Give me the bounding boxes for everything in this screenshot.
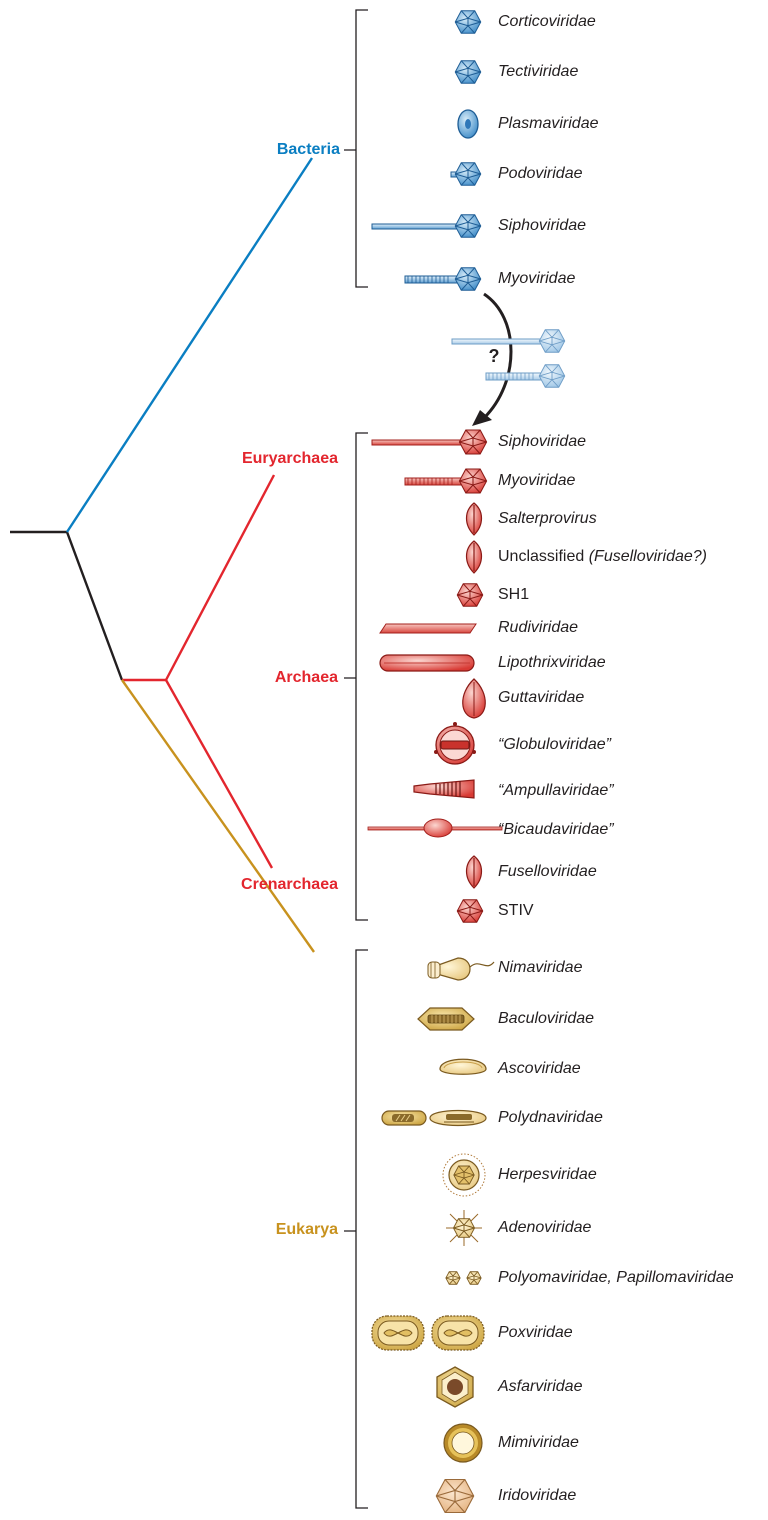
family-label-asfarviridae: Asfarviridae (498, 1378, 583, 1395)
archaea-bracket (344, 432, 368, 921)
herpesviridae-icon (442, 1153, 486, 1197)
family-label-nimaviridae: Nimaviridae (498, 959, 583, 976)
tree-branches (10, 157, 315, 953)
crenarchaea-label: Crenarchaea (241, 876, 338, 893)
archaeal-siphoviridae-icon (371, 429, 488, 455)
family-label-corticoviridae: Corticoviridae (498, 13, 596, 30)
group-brackets (344, 9, 368, 1509)
euryarchaea-branch (164, 474, 276, 681)
family-label-rudiviridae: Rudiviridae (498, 619, 579, 636)
eukarya-branch (121, 679, 315, 953)
archaea-virion-icons (367, 429, 503, 923)
transferred-myovirus-icon (485, 364, 566, 388)
archaeal-myoviridae-icon (404, 468, 488, 494)
family-label-sh1: SH1 (498, 586, 530, 603)
family-label-ascoviridae: Ascoviridae (498, 1060, 581, 1077)
nimaviridae-icon (427, 957, 495, 981)
mimiviridae-icon (443, 1423, 483, 1463)
sh1-icon (456, 583, 484, 607)
stiv-icon (456, 899, 484, 923)
family-label-lipothrixviridae: Lipothrixviridae (498, 654, 606, 671)
polyomaviridae-papillomaviridae-icon (445, 1271, 482, 1285)
bacterial-siphoviridae-icon (371, 214, 482, 238)
family-label-salterprovirus: Salterprovirus (498, 510, 597, 527)
transfer-question-mark: ? (488, 346, 500, 366)
globuloviridae-icon (434, 722, 476, 765)
unclassified-spindle-icon (465, 540, 483, 574)
transferred-siphovirus-icon (451, 329, 566, 353)
root-branch (10, 530, 124, 681)
family-label-adenoviridae: Adenoviridae (498, 1219, 592, 1236)
eukarya-virion-icons (371, 957, 495, 1514)
family-label-tectiviridae: Tectiviridae (498, 63, 579, 80)
family-label-siphoviridae-bacteria: Siphoviridae (498, 217, 587, 234)
tectiviridae-icon (454, 60, 482, 84)
family-label-plasmaviridae: Plasmaviridae (498, 115, 599, 132)
bacteria-virion-icons (371, 10, 482, 291)
plasmaviridae-icon (457, 109, 479, 139)
euryarchaea-label: Euryarchaea (241, 450, 338, 467)
adenoviridae-icon (446, 1210, 482, 1246)
family-label-bicaudaviridae: “Bicaudaviridae” (498, 821, 614, 838)
podoviridae-icon (450, 162, 482, 186)
crenarchaea-branch (164, 679, 274, 869)
polydnaviridae-icon (381, 1109, 487, 1127)
transfer-arrow (451, 292, 566, 426)
baculoviridae-icon (417, 1007, 475, 1031)
salterprovirus-icon (465, 502, 483, 536)
family-label-polydnaviridae: Polydnaviridae (498, 1109, 603, 1126)
corticoviridae-icon (454, 10, 482, 34)
guttaviridae-icon (462, 678, 486, 719)
family-label-globuloviridae: “Globuloviridae” (498, 736, 611, 753)
family-label-podoviridae: Podoviridae (498, 165, 583, 182)
asfarviridae-icon (436, 1366, 474, 1408)
family-label-stiv: STIV (498, 902, 534, 919)
family-label-guttaviridae: Guttaviridae (498, 689, 585, 706)
bacteria-bracket (344, 9, 368, 288)
lipothrixviridae-icon (379, 654, 475, 672)
ascoviridae-icon (439, 1058, 487, 1075)
fuselloviridae-icon (465, 855, 483, 889)
eukarya-bracket (344, 949, 368, 1509)
family-label-myoviridae-archaea: Myoviridae (498, 472, 576, 489)
family-label-ampullaviridae: “Ampullaviridae” (498, 782, 614, 799)
iridoviridae-icon (435, 1478, 475, 1514)
family-label-poxviridae: Poxviridae (498, 1324, 573, 1341)
family-label-herpesviridae: Herpesviridae (498, 1166, 597, 1183)
bicaudaviridae-icon (367, 818, 503, 838)
family-label-baculoviridae: Baculoviridae (498, 1010, 595, 1027)
family-label-unclassified: Unclassified (Fuselloviridae?) (498, 548, 707, 565)
poxviridae-icon (371, 1315, 485, 1351)
bacteria-branch (65, 157, 314, 533)
family-label-siphoviridae-archaea: Siphoviridae (498, 433, 587, 450)
family-label-polyomaviridae-papillomaviridae: Polyomaviridae, Papillomaviridae (498, 1269, 734, 1286)
bacteria-label: Bacteria (276, 141, 340, 158)
bacterial-myoviridae-icon (404, 267, 482, 291)
family-label-fuselloviridae: Fuselloviridae (498, 863, 597, 880)
archaea-label: Archaea (274, 669, 338, 686)
family-label-iridoviridae: Iridoviridae (498, 1487, 577, 1504)
ampullaviridae-icon (413, 779, 475, 799)
rudiviridae-icon (379, 623, 477, 634)
family-label-mimiviridae: Mimiviridae (498, 1434, 579, 1451)
family-label-myoviridae-bacteria: Myoviridae (498, 270, 576, 287)
eukarya-label: Eukarya (275, 1221, 338, 1238)
